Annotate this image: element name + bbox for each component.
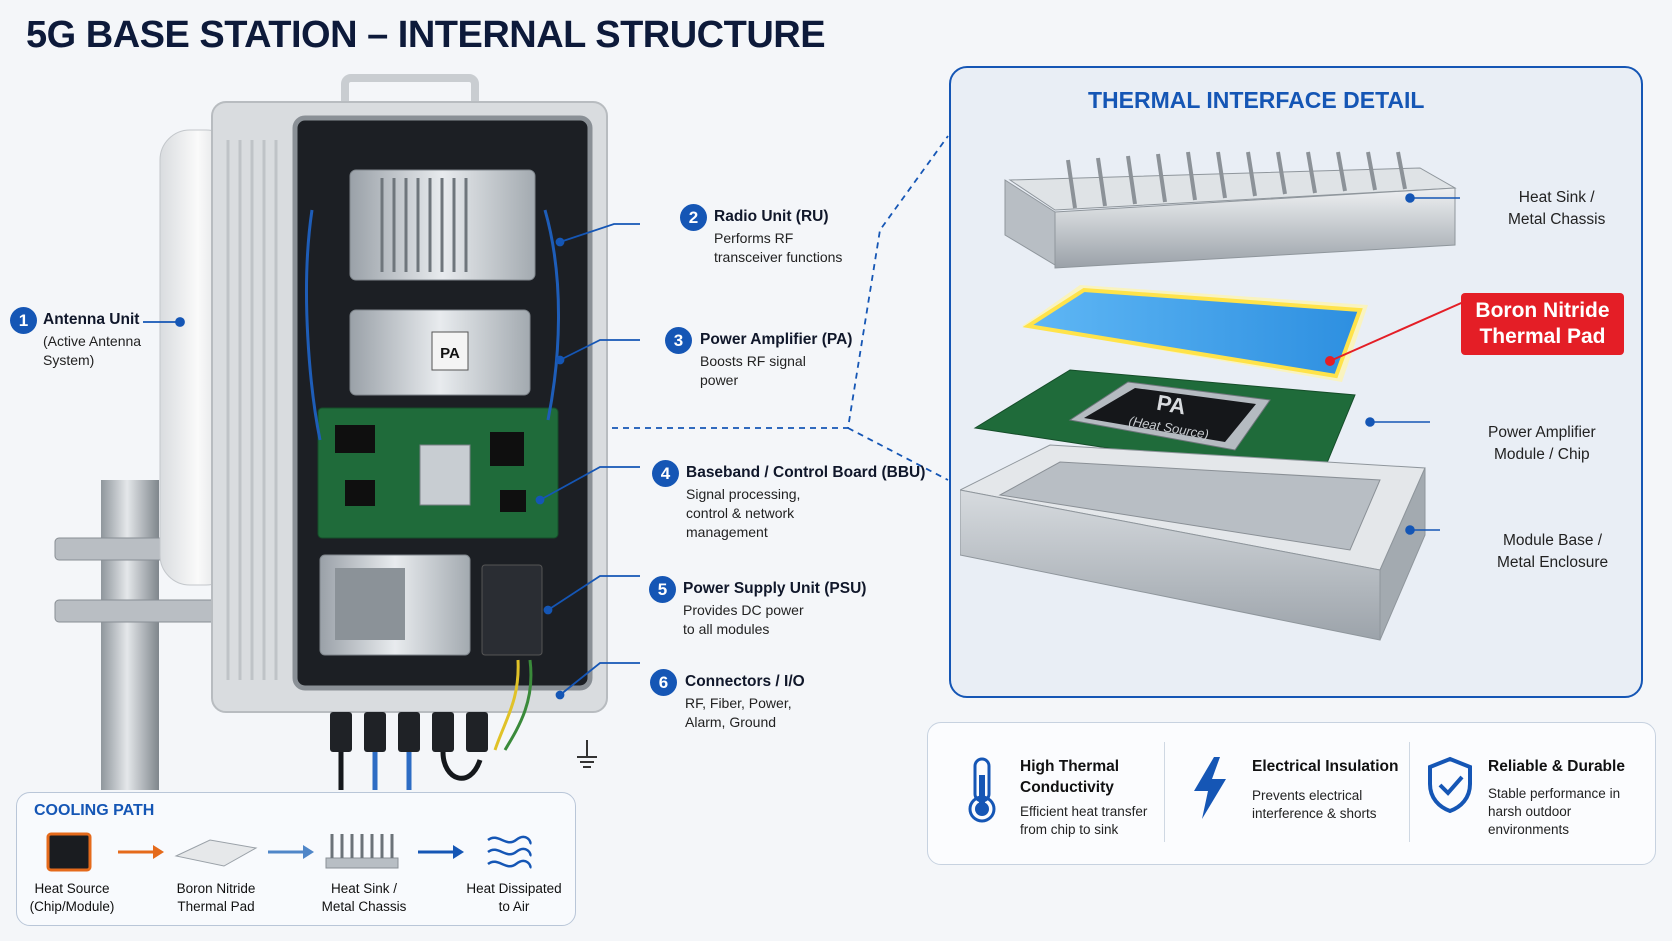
cooling-step-label: Heat Source(Chip/Module) bbox=[29, 881, 115, 914]
callout-title: Connectors / I/O bbox=[685, 673, 805, 690]
baseband-heatsink bbox=[419, 444, 471, 506]
callout-number: 1 bbox=[10, 307, 37, 334]
callout-leaders bbox=[143, 223, 640, 700]
mounting-pole bbox=[101, 480, 159, 790]
enclosure-fins bbox=[226, 140, 278, 680]
thermometer-icon bbox=[968, 757, 996, 823]
callout-number: 5 bbox=[649, 576, 676, 603]
feature-title: Reliable & Durable bbox=[1488, 758, 1625, 775]
airflow-icon bbox=[487, 835, 532, 869]
thermal-pad-icon bbox=[174, 839, 258, 867]
thermal-panel-title: THERMAL INTERFACE DETAIL bbox=[1088, 87, 1425, 113]
psu-vent-grille bbox=[335, 568, 405, 640]
bottom-connectors bbox=[330, 712, 488, 752]
base-station-illustration: PA bbox=[54, 74, 640, 790]
internal-cables bbox=[305, 209, 560, 751]
detail-connector-lines bbox=[612, 135, 949, 481]
ground-symbol bbox=[577, 740, 597, 768]
arrow-right-icon bbox=[118, 845, 164, 859]
callout-number: 6 bbox=[650, 669, 677, 696]
cooling-path-panel bbox=[16, 792, 576, 926]
page-title: 5G BASE STATION – INTERNAL STRUCTURE bbox=[26, 14, 826, 56]
callout-title: Radio Unit (RU) bbox=[714, 208, 829, 225]
features-panel bbox=[927, 722, 1656, 865]
shield-check-icon bbox=[1428, 756, 1472, 814]
connector-cables bbox=[338, 751, 483, 790]
cooling-path-icons bbox=[46, 832, 532, 872]
heatsink-icon bbox=[325, 834, 399, 869]
heatsink-label: Heat Sink /Metal Chassis bbox=[1508, 189, 1606, 228]
feature-title: Electrical Insulation bbox=[1252, 758, 1399, 775]
callout-title: Antenna Unit bbox=[43, 311, 140, 328]
callout-desc: RF, Fiber, Power,Alarm, Ground bbox=[685, 695, 792, 730]
callout-number: 4 bbox=[652, 460, 679, 487]
cooling-path-title: COOLING PATH bbox=[34, 802, 155, 819]
callout-title: Power Amplifier (PA) bbox=[700, 331, 853, 348]
module-base-label: Module Base /Metal Enclosure bbox=[1497, 532, 1609, 571]
boron-nitride-pad bbox=[1022, 285, 1368, 382]
thermal-stack-illustration: PA (Heat Source) bbox=[960, 151, 1469, 641]
radio-unit-heatsink-fins bbox=[380, 178, 468, 272]
arrow-right-icon bbox=[418, 845, 464, 859]
chip-icon bbox=[46, 832, 92, 872]
pole-bracket-lower bbox=[54, 599, 226, 623]
chip-label: PA bbox=[1155, 390, 1188, 420]
feature-divider bbox=[1409, 742, 1410, 842]
lightning-icon bbox=[1194, 757, 1226, 819]
arrow-right-icon bbox=[268, 845, 314, 859]
psu-terminal-block bbox=[481, 564, 543, 656]
cooling-step-label: Heat Sink /Metal Chassis bbox=[321, 881, 407, 914]
callout-number: 2 bbox=[680, 204, 707, 231]
callout-title: Power Supply Unit (PSU) bbox=[683, 580, 867, 597]
feature-divider bbox=[1164, 742, 1165, 842]
pa-chip-board: PA (Heat Source) bbox=[973, 369, 1356, 481]
module-base bbox=[960, 444, 1426, 641]
callout-number: 3 bbox=[665, 327, 692, 354]
pa-module-label: PA bbox=[440, 345, 460, 362]
callout-title: Baseband / Control Board (BBU) bbox=[686, 464, 926, 481]
heat-sink bbox=[1004, 151, 1457, 269]
